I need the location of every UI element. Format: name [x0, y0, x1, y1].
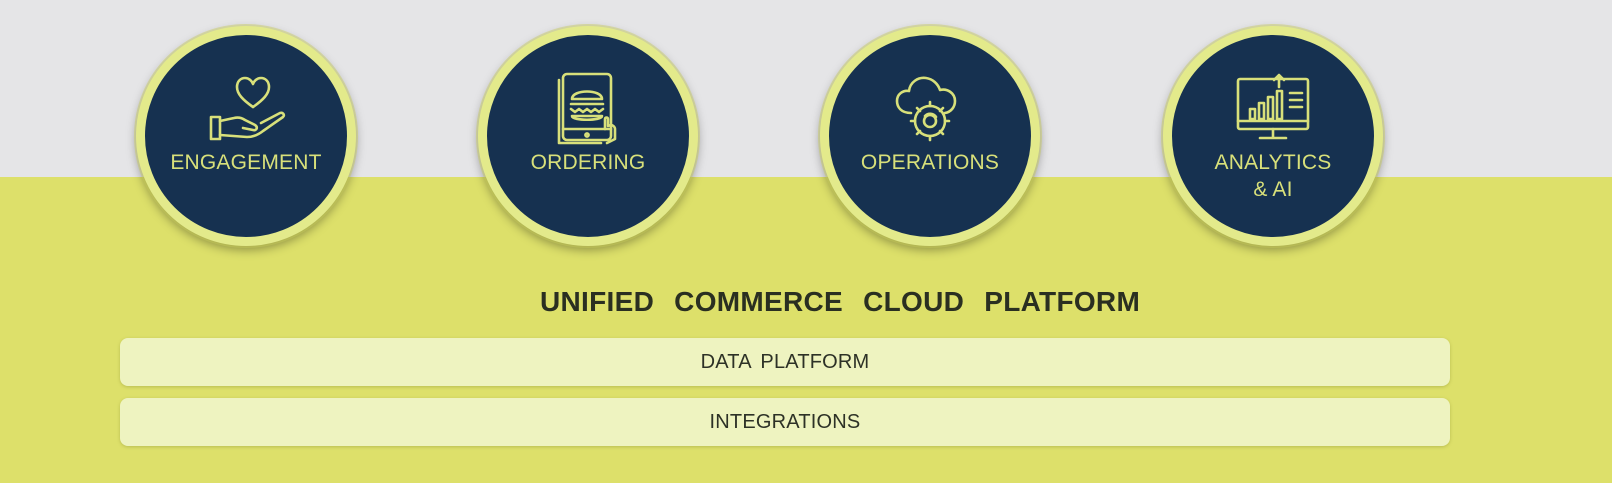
analytics-monitor-icon: [1236, 73, 1310, 140]
analytics-label-line1: ANALYTICS: [1214, 151, 1332, 174]
ordering-circle: ORDERING: [478, 26, 698, 246]
operations-label: OPERATIONS: [860, 151, 1000, 174]
integrations-bar: INTEGRATIONS: [120, 398, 1450, 446]
cloud-gear-icon: [895, 76, 957, 142]
analytics-ai-circle: ANALYTICS & AI: [1163, 26, 1383, 246]
engagement-label: ENGAGEMENT: [170, 151, 322, 174]
analytics-label-line2: & AI: [1253, 178, 1293, 201]
ordering-label: ORDERING: [530, 151, 646, 174]
operations-circle: OPERATIONS: [820, 26, 1040, 246]
engagement-circle: ENGAGEMENT: [136, 26, 356, 246]
heart-hand-icon: [209, 76, 286, 141]
platform-title: UNIFIED COMMERCE CLOUD PLATFORM: [540, 286, 1141, 317]
menu-tablet-icon: [557, 72, 617, 145]
data-platform-bar: DATA PLATFORM: [120, 338, 1450, 386]
